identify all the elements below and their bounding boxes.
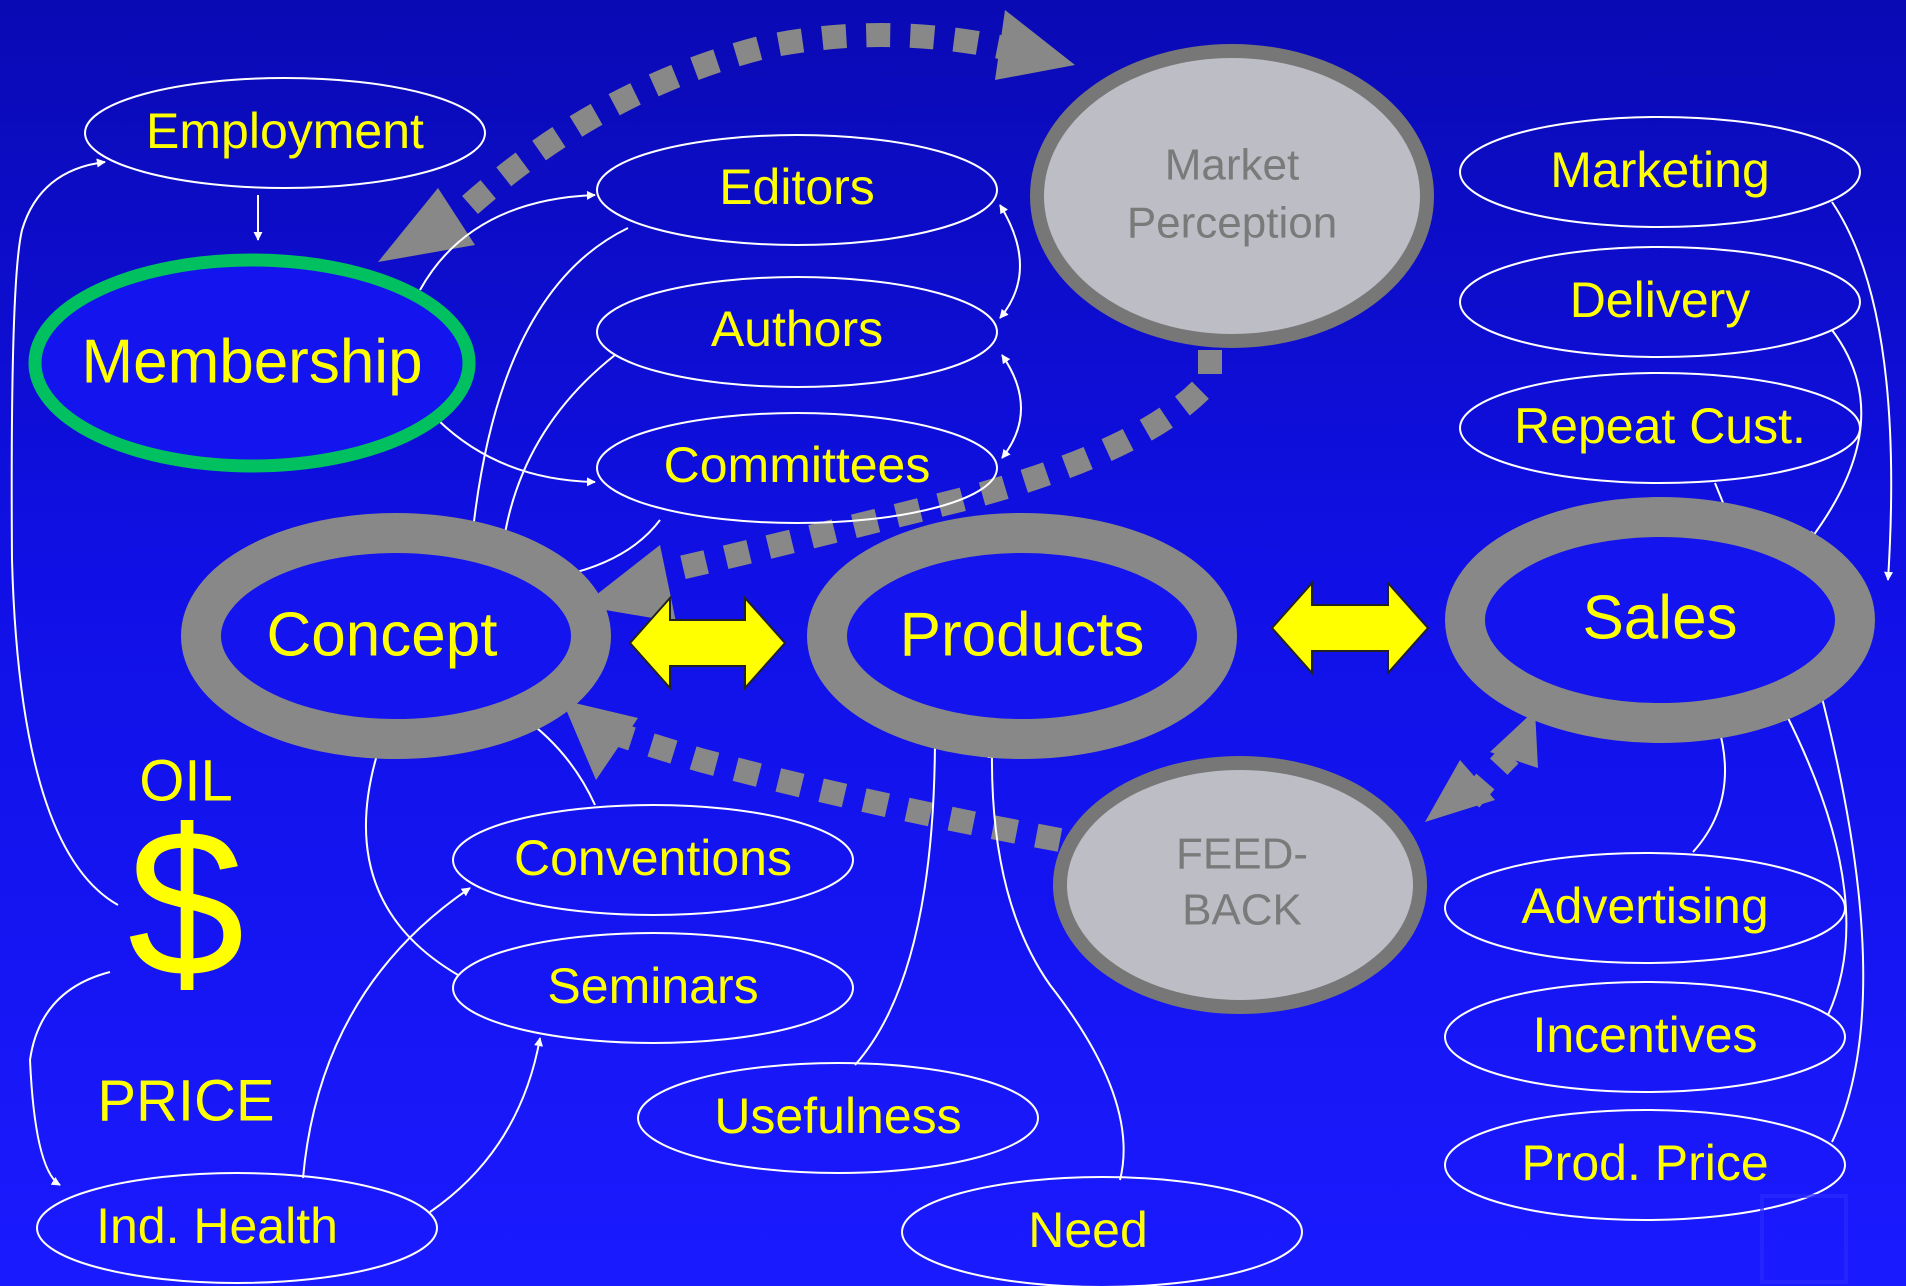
- node-editors-outline: [596, 134, 998, 246]
- node-seminars-outline: [452, 932, 854, 1044]
- node-incentives-outline: [1444, 981, 1846, 1093]
- corner-watermark: [1760, 1194, 1848, 1284]
- label-seminars: Seminars: [547, 958, 758, 1014]
- arrowhead-to-concept-top: [582, 545, 676, 622]
- arrowhead-to-sales: [1490, 710, 1538, 768]
- connector-arrows: [10, 158, 1893, 1213]
- label-repeat-cust: Repeat Cust.: [1514, 398, 1806, 454]
- node-usefulness-outline: [637, 1062, 1039, 1174]
- label-editors: Editors: [719, 159, 875, 215]
- arrow-membership-committees: [437, 419, 596, 487]
- arrow-authors-concept: [499, 354, 616, 546]
- label-feedback-line1: FEED-: [1176, 830, 1308, 879]
- label-incentives: Incentives: [1532, 1007, 1757, 1063]
- node-products-ring: [807, 513, 1237, 759]
- node-employment-outline: [84, 77, 486, 189]
- node-advertising-outline: [1444, 852, 1846, 964]
- node-membership-ring: [28, 253, 476, 473]
- label-price: PRICE: [97, 1068, 274, 1133]
- node-feedback: [1053, 756, 1427, 1014]
- dashed-arrowheads: [378, 10, 1538, 822]
- arrow-indhealth-seminars: [429, 1037, 544, 1213]
- label-marketing: Marketing: [1550, 142, 1770, 198]
- node-authors-outline: [596, 276, 998, 388]
- label-conventions: Conventions: [514, 830, 792, 886]
- label-market-line1: Market: [1165, 141, 1299, 190]
- node-repeat-outline: [1459, 372, 1861, 484]
- arrow-editors-authors: [999, 204, 1021, 319]
- label-prod-price: Prod. Price: [1521, 1135, 1768, 1191]
- node-market-perception: [1030, 44, 1434, 348]
- label-ind-health: Ind. Health: [96, 1198, 338, 1254]
- arrow-editors-concept: [469, 227, 629, 531]
- arrowhead-to-market: [995, 10, 1075, 80]
- node-marketing-outline: [1459, 116, 1861, 228]
- arrow-membership-editors: [419, 190, 596, 291]
- dashed-arrow-market-membership: [462, 23, 1008, 214]
- node-committees-outline: [596, 412, 998, 524]
- arrow-advertising-sales: [1692, 724, 1726, 853]
- label-dollar: $: [128, 785, 245, 1020]
- label-membership: Membership: [81, 327, 422, 396]
- node-conventions-outline: [452, 804, 854, 916]
- label-feedback-line2: BACK: [1182, 886, 1302, 935]
- arrowhead-to-feedback: [1425, 760, 1495, 822]
- node-prodprice-outline: [1444, 1109, 1846, 1221]
- arrowhead-to-membership: [378, 188, 475, 262]
- label-authors: Authors: [711, 301, 883, 357]
- double-arrow-concept-products: [628, 595, 787, 691]
- arrow-usefulness-products: [854, 734, 940, 1066]
- arrow-delivery-sales: [1809, 329, 1863, 541]
- node-indhealth-outline: [36, 1172, 438, 1284]
- arrow-incentives-sales: [1784, 711, 1848, 1016]
- arrow-authors-committees: [1001, 354, 1022, 459]
- arrow-price-indhealth: [28, 971, 111, 1186]
- arrow-prodprice-sales: [1817, 689, 1865, 1143]
- node-sales-ring: [1445, 497, 1875, 743]
- arrow-need-products: [987, 749, 1125, 1181]
- label-need: Need: [1028, 1202, 1148, 1258]
- label-oil: OIL: [139, 748, 233, 813]
- label-committees: Committees: [664, 437, 931, 493]
- arrow-indhealth-conventions: [302, 887, 471, 1179]
- node-delivery-outline: [1459, 246, 1861, 358]
- label-market-line2: Perception: [1127, 199, 1337, 248]
- label-concept: Concept: [267, 600, 498, 669]
- node-need-outline: [901, 1176, 1303, 1286]
- dashed-arrow-feedback-concept: [616, 723, 1063, 852]
- node-concept-ring: [181, 513, 611, 759]
- arrow-marketing-sales: [1831, 201, 1893, 581]
- label-delivery: Delivery: [1570, 272, 1751, 328]
- label-employment: Employment: [146, 103, 424, 159]
- arrow-seminars-concept: [364, 744, 459, 976]
- label-sales: Sales: [1582, 583, 1737, 652]
- label-usefulness: Usefulness: [714, 1088, 961, 1144]
- label-advertising: Advertising: [1521, 878, 1768, 934]
- arrowhead-to-concept-bottom: [562, 700, 638, 780]
- arrow-oil-employment: [10, 158, 119, 906]
- double-arrow-products-sales: [1270, 580, 1430, 676]
- label-products: Products: [900, 600, 1145, 669]
